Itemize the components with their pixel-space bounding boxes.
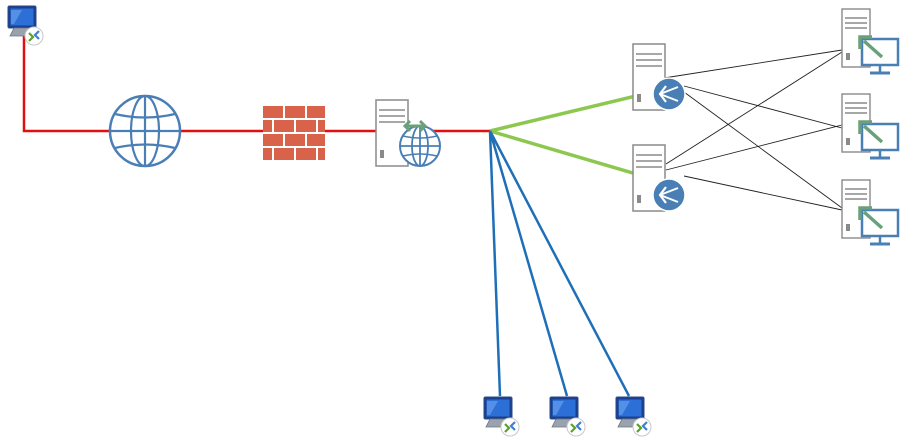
mesh-link-b1-s2 bbox=[683, 85, 843, 129]
links-layer bbox=[22, 35, 843, 397]
remote-desktop-client-icon bbox=[548, 395, 587, 438]
internal-link-1 bbox=[488, 130, 502, 397]
session-host-server-icon bbox=[841, 179, 900, 246]
internal-link-3 bbox=[488, 130, 631, 397]
remote-desktop-client-icon bbox=[614, 395, 653, 438]
mesh-link-b1-s3 bbox=[683, 91, 843, 209]
broker-link-2 bbox=[489, 129, 637, 176]
mesh-link-b2-s1 bbox=[665, 51, 843, 165]
mesh-link-b2-s3 bbox=[683, 175, 843, 211]
gateway-server-icon bbox=[375, 99, 441, 167]
connection-broker-server-icon bbox=[632, 43, 687, 112]
session-host-server-icon bbox=[841, 8, 900, 75]
session-host-server-icon bbox=[841, 93, 900, 160]
mesh-link-b1-s1 bbox=[663, 49, 843, 79]
globe-icon bbox=[108, 94, 182, 168]
external-link-client-internet bbox=[22, 35, 110, 133]
remote-desktop-client-icon bbox=[482, 395, 521, 438]
remote-desktop-client-icon bbox=[6, 4, 45, 47]
connection-broker-server-icon bbox=[632, 144, 687, 213]
broker-link-1 bbox=[489, 94, 637, 133]
brick-firewall-icon bbox=[263, 106, 325, 160]
internal-link-2 bbox=[488, 130, 569, 397]
mesh-link-b2-s2 bbox=[665, 124, 843, 171]
